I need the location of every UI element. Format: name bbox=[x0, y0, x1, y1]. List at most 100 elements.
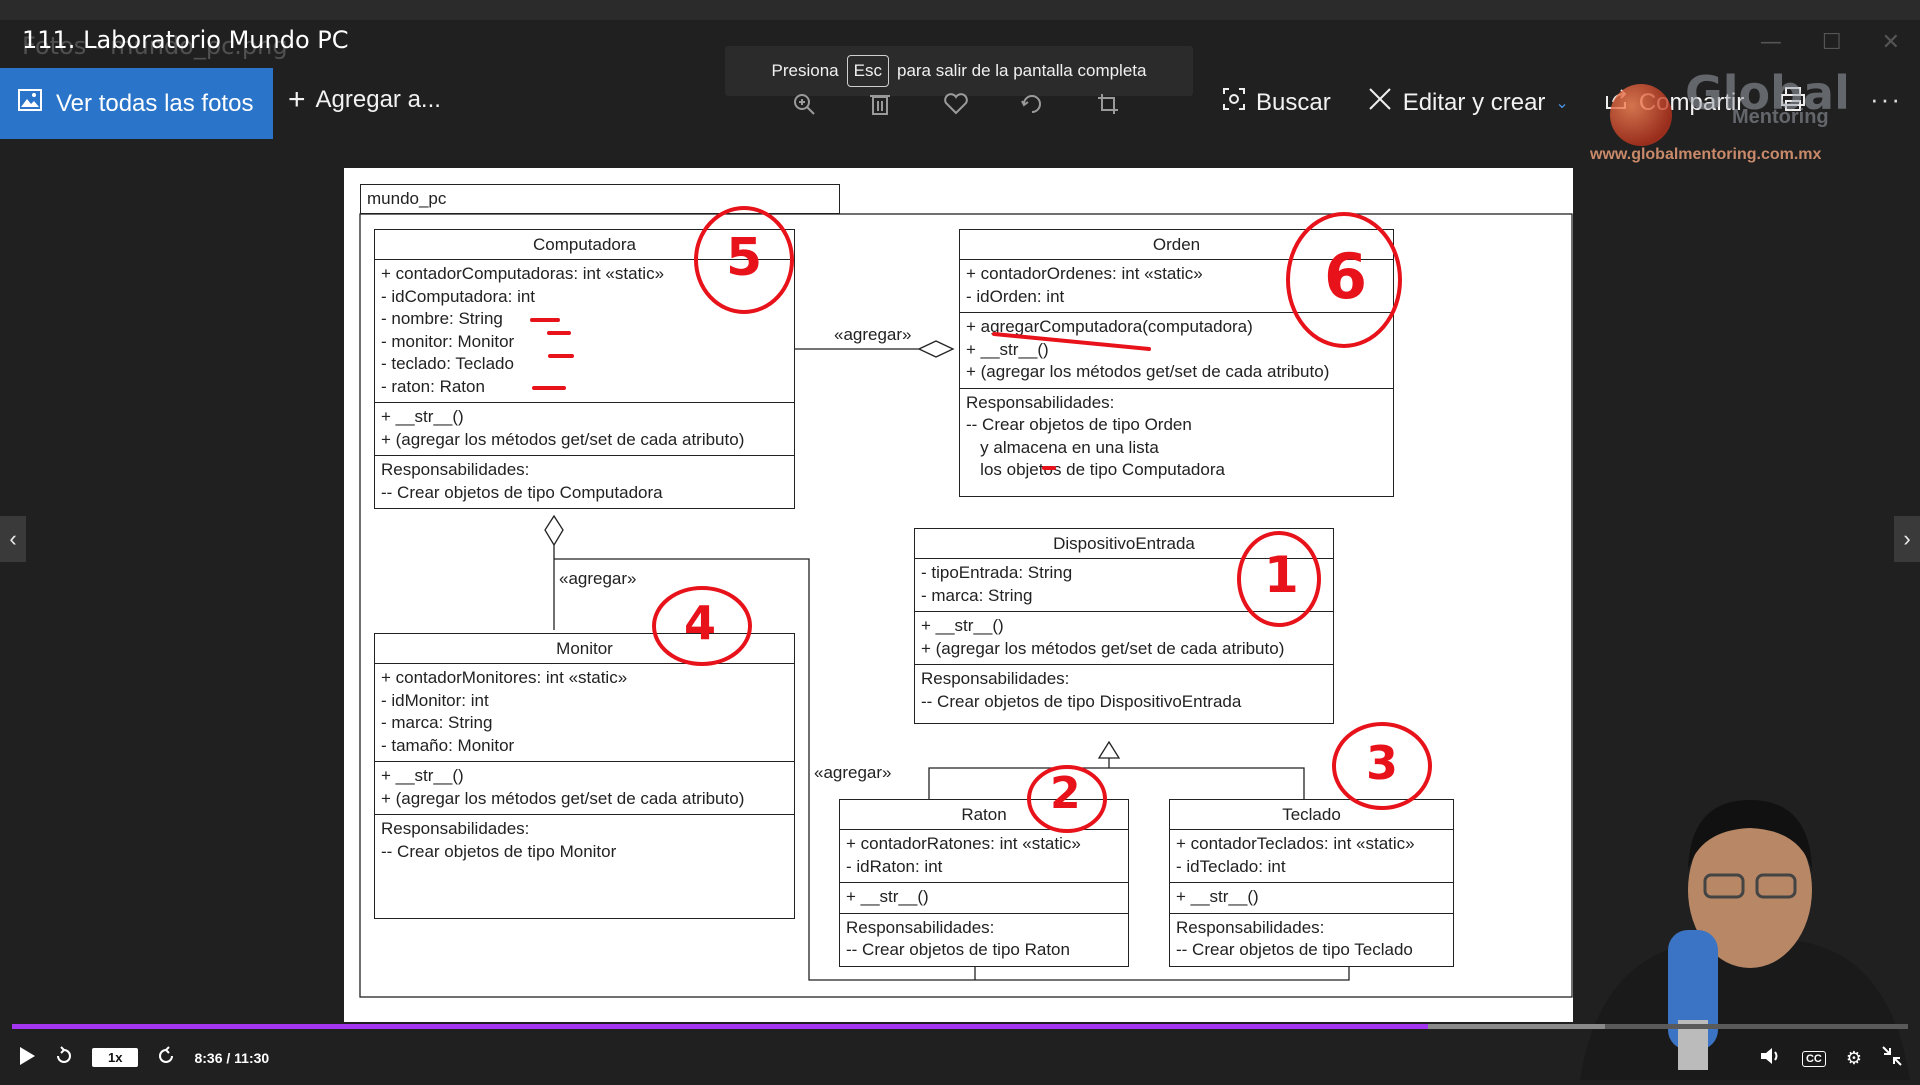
minimize-icon[interactable]: — bbox=[1759, 30, 1782, 55]
print-button[interactable] bbox=[1780, 86, 1806, 119]
search-button[interactable]: Buscar bbox=[1222, 87, 1331, 118]
diagram-connectors bbox=[359, 213, 1573, 998]
responsibility: -- Crear objetos de tipo Computadora bbox=[381, 482, 663, 502]
attribute: - idMonitor: int bbox=[381, 690, 489, 710]
attribute: + contadorTeclados: int «static» bbox=[1176, 834, 1415, 853]
method: + __str__() bbox=[1176, 887, 1259, 906]
aggregation-stereotype: «agregar» bbox=[559, 569, 637, 588]
package-label: mundo_pc bbox=[360, 184, 840, 214]
toast-text-after: para salir de la pantalla completa bbox=[896, 61, 1147, 80]
maximize-icon[interactable]: ☐ bbox=[1821, 30, 1842, 55]
delete-icon[interactable] bbox=[866, 90, 894, 118]
responsibility: -- Crear objetos de tipo Raton bbox=[846, 940, 1070, 959]
view-all-photos-button[interactable]: Ver todas las fotos bbox=[0, 68, 273, 139]
photos-toolbar: Ver todas las fotos + Agregar a... Busca… bbox=[0, 68, 1920, 140]
toolbar-right: Buscar Editar y crear ⌄ Compartir bbox=[1222, 86, 1806, 119]
controls-right: CC ⚙ bbox=[1760, 1046, 1902, 1071]
global-mentoring-logo: Global Mentoring www.globalmentoring.com… bbox=[1590, 58, 1850, 168]
attribute: - marca: String bbox=[381, 713, 493, 732]
instructor-silhouette bbox=[1580, 800, 1910, 1080]
captions-icon[interactable]: CC bbox=[1801, 1050, 1826, 1067]
methods-section: + __str__() + (agregar los métodos get/s… bbox=[915, 612, 1333, 665]
heart-icon[interactable] bbox=[942, 90, 970, 118]
responsibilities-section: Responsabilidades: -- Crear objetos de t… bbox=[375, 456, 794, 508]
responsibility: Responsabilidades: bbox=[846, 917, 995, 937]
ink-number-2: 2 bbox=[1050, 768, 1081, 819]
method: + agregarComputadora(computadora) bbox=[966, 317, 1253, 336]
edit-create-button[interactable]: Editar y crear ⌄ bbox=[1367, 86, 1569, 119]
methods-section: + agregarComputadora(computadora) + __st… bbox=[960, 313, 1393, 389]
methods-section: + __str__() + (agregar los métodos get/s… bbox=[375, 403, 794, 456]
method: + (agregar los métodos get/set de cada a… bbox=[921, 638, 1285, 658]
attribute: - monitor: Monitor bbox=[381, 331, 515, 351]
progress-bar[interactable] bbox=[12, 1024, 1908, 1029]
time-display: 8:36 / 11:30 bbox=[194, 1049, 270, 1066]
responsibilities-section: Responsabilidades: -- Crear objetos de t… bbox=[375, 815, 794, 867]
attributes-section: + contadorOrdenes: int «static» - idOrde… bbox=[960, 260, 1393, 313]
class-name: Monitor bbox=[375, 634, 794, 664]
attribute: - teclado: Teclado bbox=[381, 354, 514, 373]
attribute: - marca: String bbox=[921, 585, 1033, 605]
class-name: DispositivoEntrada bbox=[915, 529, 1333, 559]
attribute: - raton: Raton bbox=[381, 376, 485, 396]
attribute: - idComputadora: int bbox=[381, 286, 536, 306]
zoom-icon[interactable] bbox=[790, 90, 818, 118]
class-name: Orden bbox=[960, 230, 1393, 260]
method: + __str__() bbox=[921, 616, 1004, 635]
view-all-label: Ver todas las fotos bbox=[56, 89, 254, 117]
class-computadora: Computadora + contadorComputadoras: int … bbox=[374, 229, 795, 509]
esc-key: Esc bbox=[846, 55, 889, 87]
responsibilities-section: Responsabilidades: -- Crear objetos de t… bbox=[915, 665, 1333, 723]
class-name: Computadora bbox=[375, 230, 794, 260]
logo-word2: Mentoring bbox=[1732, 106, 1829, 128]
more-options-button[interactable]: ··· bbox=[1870, 84, 1902, 114]
toolbar-icons bbox=[790, 90, 1122, 118]
responsibility: Responsabilidades: bbox=[1176, 917, 1325, 937]
attributes-section: + contadorTeclados: int «static» - idTec… bbox=[1170, 830, 1453, 883]
forward-icon[interactable] bbox=[156, 1046, 176, 1069]
attributes-section: + contadorComputadoras: int «static» - i… bbox=[375, 260, 794, 403]
crop-icon[interactable] bbox=[1094, 90, 1122, 118]
exit-fullscreen-icon[interactable] bbox=[1882, 1046, 1902, 1071]
app-title: Fotos - mundo_pc.png bbox=[22, 32, 288, 60]
settings-icon[interactable]: ⚙ bbox=[1845, 1048, 1862, 1068]
responsibility: Responsabilidades: bbox=[921, 669, 1070, 688]
photo-icon bbox=[18, 89, 42, 118]
logo-url: www.globalmentoring.com.mx bbox=[1590, 146, 1822, 163]
rotate-icon[interactable] bbox=[1018, 90, 1046, 118]
close-icon[interactable]: ✕ bbox=[1881, 30, 1900, 55]
logo-globe bbox=[1610, 84, 1672, 146]
search-label: Buscar bbox=[1256, 88, 1331, 116]
responsibilities-section: Responsabilidades: -- Crear objetos de t… bbox=[1170, 914, 1453, 966]
aggregation-stereotype: «agregar» bbox=[814, 763, 892, 782]
ink-number-6: 6 bbox=[1324, 240, 1368, 313]
volume-icon[interactable] bbox=[1760, 1046, 1782, 1071]
class-name: Raton bbox=[840, 800, 1128, 830]
ink-number-5: 5 bbox=[726, 228, 763, 288]
method: + __str__() bbox=[381, 766, 464, 785]
logo-word: Global bbox=[1685, 66, 1850, 120]
attributes-section: + contadorMonitores: int «static» - idMo… bbox=[375, 664, 794, 762]
ink-number-3: 3 bbox=[1366, 736, 1399, 790]
attribute: - idTeclado: int bbox=[1176, 856, 1286, 876]
class-teclado: Teclado + contadorTeclados: int «static»… bbox=[1169, 799, 1454, 967]
video-title: 111. Laboratorio Mundo PC bbox=[22, 26, 349, 54]
playback-speed-button[interactable]: 1x bbox=[92, 1048, 139, 1067]
method: + __str__() bbox=[966, 339, 1049, 359]
add-to-button[interactable]: + Agregar a... bbox=[288, 85, 441, 115]
rewind-icon[interactable] bbox=[54, 1046, 74, 1069]
ink-number-1: 1 bbox=[1264, 546, 1299, 604]
play-icon[interactable] bbox=[18, 1046, 36, 1069]
responsibilities-section: Responsabilidades: -- Crear objetos de t… bbox=[960, 389, 1393, 496]
responsibility: -- Crear objetos de tipo Orden bbox=[966, 415, 1192, 434]
ink-number-4: 4 bbox=[684, 596, 717, 650]
attribute: + contadorRatones: int «static» bbox=[846, 834, 1081, 853]
responsibility: -- Crear objetos de tipo Teclado bbox=[1176, 940, 1413, 959]
instructor-webcam bbox=[1560, 780, 1920, 1080]
aggregation-stereotype: «agregar» bbox=[834, 325, 912, 344]
previous-photo-button[interactable]: ‹ bbox=[0, 516, 26, 562]
next-photo-button[interactable]: › bbox=[1894, 516, 1920, 562]
responsibility: Responsabilidades: bbox=[381, 819, 530, 838]
responsibility: -- Crear objetos de tipo Monitor bbox=[381, 841, 617, 861]
responsibility: Responsabilidades: bbox=[966, 392, 1115, 412]
